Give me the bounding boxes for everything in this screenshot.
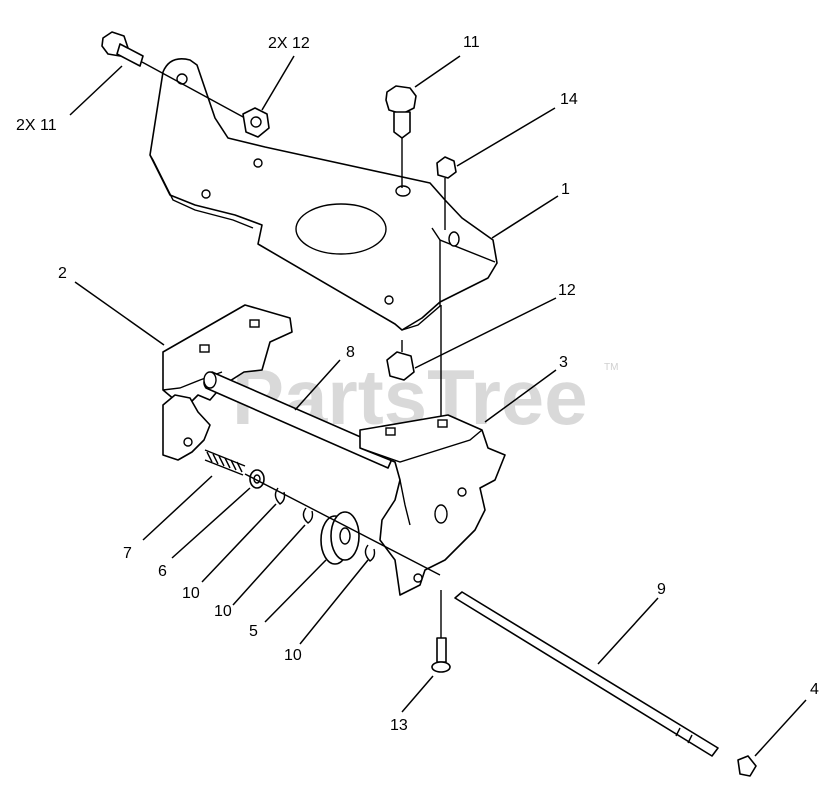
leader-7 — [142, 475, 213, 541]
hex-bolt-top-left — [101, 31, 246, 119]
carriage-bolt-bottom — [431, 590, 451, 673]
compression-spring — [204, 449, 246, 476]
callout-10a: 10 — [182, 585, 200, 602]
leader-8 — [294, 359, 341, 411]
leader-13 — [401, 675, 434, 713]
callout-1: 1 — [561, 181, 570, 198]
callout-4: 4 — [810, 681, 819, 698]
e-ring-1 — [274, 487, 286, 505]
cross-shaft — [203, 371, 396, 469]
right-bracket — [359, 414, 506, 596]
roller-bearing — [320, 511, 360, 565]
leader-10a — [201, 503, 277, 583]
leader-1 — [491, 195, 559, 239]
callout-14: 14 — [560, 91, 578, 108]
lock-nut-14 — [436, 156, 457, 230]
leader-2x11 — [69, 65, 123, 116]
upper-mounting-bracket — [149, 58, 498, 331]
hex-nut-lower — [386, 340, 415, 381]
pin-axis-line — [244, 473, 441, 576]
leader-10c — [299, 559, 369, 645]
callout-2x11: 2X 11 — [16, 117, 57, 134]
leader-10b — [232, 524, 306, 606]
watermark-trademark: TM — [604, 362, 618, 373]
e-ring-3 — [364, 544, 376, 562]
leader-11 — [414, 55, 461, 88]
callout-7: 7 — [123, 545, 132, 562]
hex-bolt-vertical — [385, 85, 417, 188]
callout-6: 6 — [158, 563, 167, 580]
leader-2x12 — [261, 55, 295, 111]
callout-10b: 10 — [214, 603, 232, 620]
leader-12 — [414, 297, 557, 369]
rod-end-cap — [737, 755, 757, 777]
callout-5: 5 — [249, 623, 258, 640]
callout-8: 8 — [346, 344, 355, 361]
callout-3: 3 — [559, 354, 568, 371]
leader-3 — [484, 369, 557, 423]
callout-11: 11 — [463, 34, 480, 51]
control-rod — [454, 591, 719, 757]
left-bracket — [162, 304, 293, 461]
leader-2 — [74, 281, 165, 346]
leader-5 — [264, 559, 327, 623]
callout-2x12: 2X 12 — [268, 35, 310, 52]
hex-nut-top — [242, 107, 270, 138]
leader-6 — [171, 487, 251, 559]
callout-2: 2 — [58, 265, 67, 282]
callout-13: 13 — [390, 717, 408, 734]
e-ring-2 — [302, 507, 314, 524]
leader-14 — [456, 107, 556, 167]
callout-9: 9 — [657, 581, 666, 598]
leader-9 — [597, 597, 659, 665]
callout-12: 12 — [558, 282, 576, 299]
callout-10c: 10 — [284, 647, 302, 664]
leader-4 — [754, 699, 807, 757]
